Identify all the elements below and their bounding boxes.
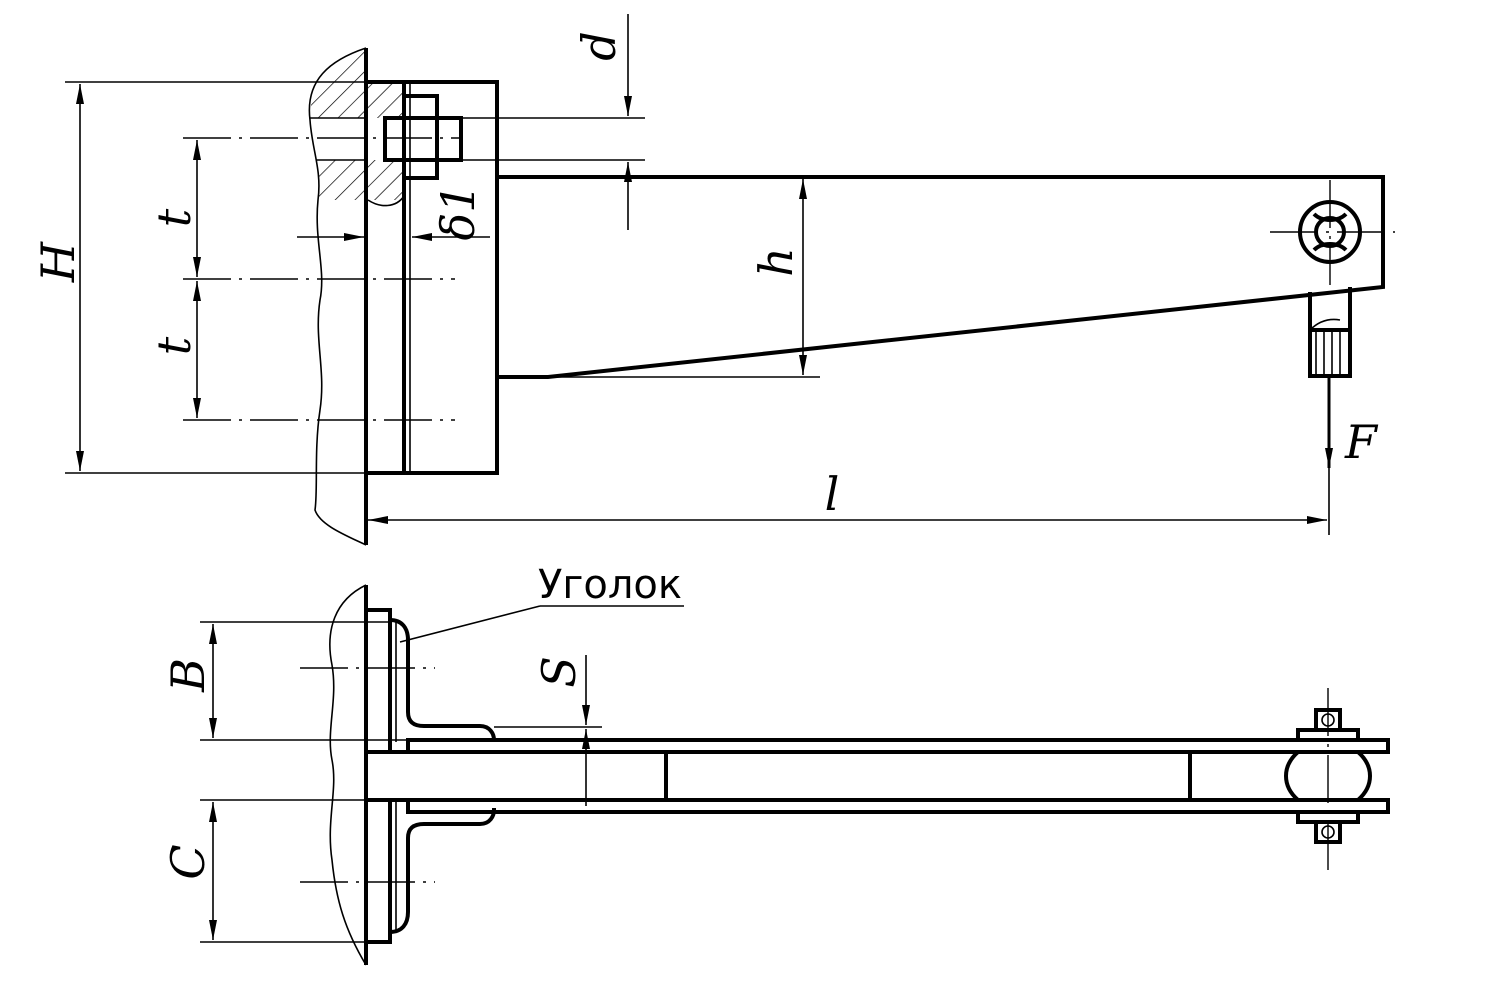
lower-angle-profile xyxy=(364,798,496,944)
label-h: h xyxy=(749,247,803,277)
eye-bushing xyxy=(1270,180,1395,285)
wall-section xyxy=(308,47,368,546)
label-C: C xyxy=(161,844,215,879)
label-delta1: δ1 xyxy=(431,184,485,241)
dimension-l: l xyxy=(368,467,1327,524)
upper-angle-profile xyxy=(364,608,496,754)
label-H: H xyxy=(31,241,85,283)
label-S: S xyxy=(532,656,586,688)
tapered-arm xyxy=(497,175,1385,379)
plan-bushing xyxy=(1284,688,1372,870)
dimension-t-lower: t xyxy=(147,281,201,418)
dimension-h: h xyxy=(548,179,820,378)
label-B: B xyxy=(161,658,215,693)
label-F: F xyxy=(1344,415,1379,469)
dimension-B: B xyxy=(161,621,408,741)
angle-callout: Уголок xyxy=(399,562,684,643)
dimension-delta1: δ1 xyxy=(297,184,490,241)
label-angle: Уголок xyxy=(538,562,682,608)
force-F: F xyxy=(1325,376,1379,535)
label-d: d xyxy=(572,31,626,60)
side-view: H t t d δ1 h xyxy=(31,14,1395,546)
dimension-d: d xyxy=(445,14,645,230)
arm-strips xyxy=(366,738,1390,814)
plan-view: Уголок B S C xyxy=(161,562,1390,966)
hanging-lug xyxy=(1308,287,1352,378)
label-t-upper: t xyxy=(147,208,201,227)
label-t-lower: t xyxy=(147,336,201,355)
label-l: l xyxy=(825,467,840,521)
dimension-t-upper: t xyxy=(147,140,201,277)
plan-wall-section xyxy=(329,584,368,966)
dimension-H: H xyxy=(31,81,366,474)
dimension-C: C xyxy=(161,799,392,943)
dimension-S: S xyxy=(494,655,602,806)
bolt xyxy=(383,94,463,180)
